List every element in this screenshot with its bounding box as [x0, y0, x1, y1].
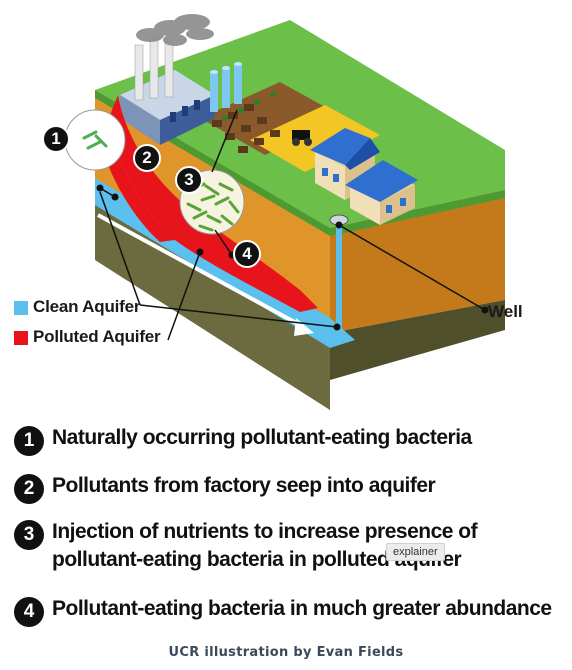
well-label: Well [488, 302, 523, 321]
key-item-2: 2 Pollutants from factory seep into aqui… [14, 472, 572, 504]
legend-swatch-clean [14, 301, 28, 315]
farm-field [200, 82, 380, 172]
key-item-4: 4 Pollutant-eating bacteria in much grea… [14, 595, 572, 627]
image-caption: UCR illustration by Evan Fields [168, 645, 404, 660]
bacteria-circle-1 [64, 109, 126, 171]
callout-badge-1: 1 [42, 125, 70, 153]
key-text-4: Pollutant-eating bacteria in much greate… [52, 597, 552, 620]
key-number-4: 4 [14, 597, 44, 627]
callout-badge-2: 2 [133, 144, 161, 172]
key-item-1: 1 Naturally occurring pollutant-eating b… [14, 424, 572, 456]
key-text-1: Naturally occurring pollutant-eating bac… [52, 426, 472, 449]
key-number-3: 3 [14, 520, 44, 550]
legend-swatch-polluted [14, 331, 28, 345]
houses [310, 128, 418, 225]
key-item-3: 3 Injection of nutrients to increase pre… [14, 518, 572, 574]
key-text-2: Pollutants from factory seep into aquife… [52, 474, 436, 497]
callout-badge-3: 3 [175, 166, 203, 194]
factory [120, 14, 242, 145]
explainer-tooltip[interactable]: explainer [386, 543, 445, 561]
aquifer-diagram [64, 14, 505, 410]
key-number-2: 2 [14, 474, 44, 504]
legend-label-clean: Clean Aquifer [33, 297, 141, 316]
key-number-1: 1 [14, 426, 44, 456]
legend-label-polluted: Polluted Aquifer [33, 327, 161, 346]
key-text-3: Injection of nutrients to increase prese… [52, 520, 478, 571]
callout-badge-4: 4 [233, 240, 261, 268]
